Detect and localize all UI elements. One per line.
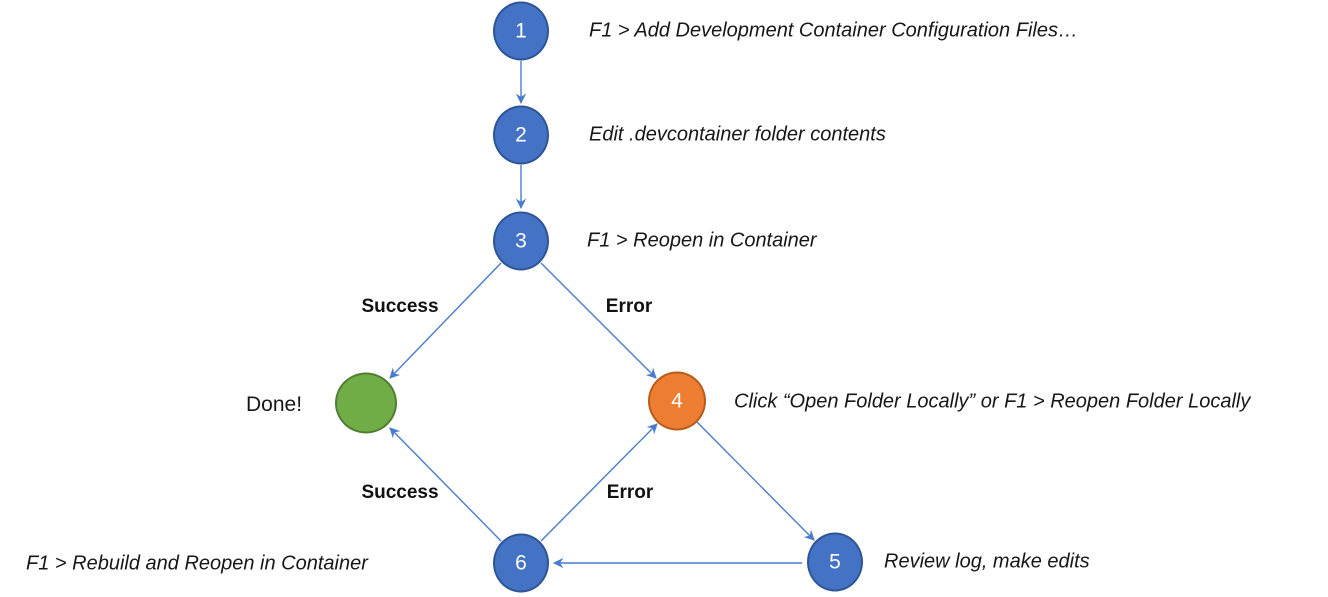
step-node-4: 4 — [648, 371, 706, 431]
caption-step-4: Click “Open Folder Locally” or F1 > Reop… — [734, 390, 1251, 413]
caption-step-1: F1 > Add Development Container Configura… — [589, 19, 1078, 42]
edge-3-4 — [540, 262, 657, 379]
step-node-1: 1 — [493, 1, 549, 61]
step-node-3: 3 — [493, 211, 549, 271]
step-node-3-number: 3 — [515, 229, 527, 252]
step-node-2: 2 — [493, 105, 549, 165]
edge-label-error-bottom: Error — [606, 482, 654, 503]
edge-label-error-top: Error — [605, 296, 653, 317]
step-node-5-number: 5 — [829, 550, 841, 573]
step-node-1-number: 1 — [515, 19, 527, 42]
caption-step-3: F1 > Reopen in Container — [587, 229, 817, 252]
step-node-4-number: 4 — [671, 389, 683, 412]
edge-3-done — [389, 262, 502, 379]
caption-step-6: F1 > Rebuild and Reopen in Container — [26, 552, 368, 575]
caption-done: Done! — [246, 393, 303, 416]
step-node-6-number: 6 — [515, 551, 527, 574]
done-node — [335, 372, 397, 434]
edge-label-success-top: Success — [361, 296, 439, 317]
edge-label-success-bottom: Success — [361, 482, 439, 503]
step-node-5: 5 — [807, 532, 863, 592]
caption-step-5: Review log, make edits — [884, 550, 1090, 573]
step-node-6: 6 — [493, 533, 549, 593]
caption-step-2: Edit .devcontainer folder contents — [589, 123, 886, 146]
step-node-2-number: 2 — [515, 123, 527, 146]
edge-4-5 — [696, 421, 815, 541]
